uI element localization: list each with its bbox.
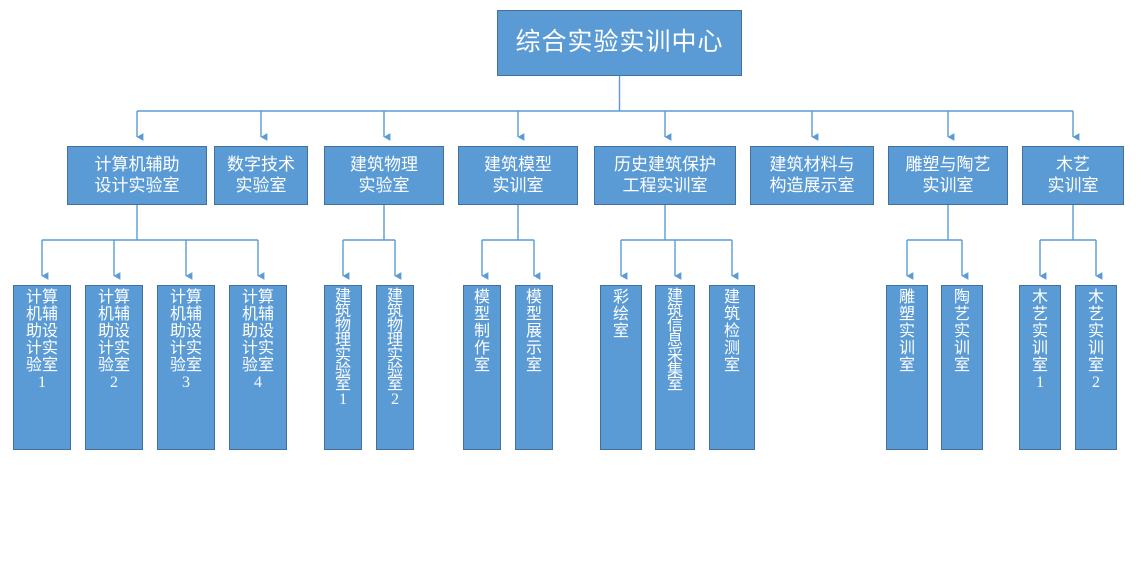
room-node-12-label: 陶 艺 实 训 室 bbox=[953, 289, 970, 374]
room-node-8-label: 彩 绘 室 bbox=[612, 289, 629, 340]
room-node-1-label: 计算 机辅 助设 计实 验室 2 bbox=[97, 289, 130, 391]
room-node-10[interactable]: 建 筑 检 测 室 bbox=[709, 285, 755, 450]
room-node-13-label: 木 艺 实 训 室 1 bbox=[1031, 289, 1048, 391]
lab-node-5-label: 建筑材料与 构造展示室 bbox=[769, 155, 855, 195]
room-node-1[interactable]: 计算 机辅 助设 计实 验室 2 bbox=[85, 285, 143, 450]
lab-node-6[interactable]: 雕塑与陶艺 实训室 bbox=[888, 146, 1008, 205]
lab-node-1[interactable]: 数字技术 实验室 bbox=[214, 146, 308, 205]
lab-node-2-label: 建筑物理 实验室 bbox=[350, 155, 418, 195]
lab-node-6-label: 雕塑与陶艺 实训室 bbox=[905, 155, 991, 195]
root-node[interactable]: 综合实验实训中心 bbox=[497, 10, 742, 76]
room-node-7[interactable]: 模 型 展 示 室 bbox=[515, 285, 553, 450]
room-node-7-label: 模 型 展 示 室 bbox=[525, 289, 542, 374]
lab-node-0-label: 计算机辅助 设计实验室 bbox=[94, 155, 180, 195]
lab-node-4[interactable]: 历史建筑保护 工程实训室 bbox=[594, 146, 736, 205]
room-node-9-label: 建 筑 信 息 采 集 室 bbox=[666, 288, 683, 394]
room-node-4-label: 建 筑 物 理 实 验 室 1 bbox=[334, 288, 351, 409]
room-node-12[interactable]: 陶 艺 实 训 室 bbox=[941, 285, 983, 450]
room-node-5-label: 建 筑 物 理 实 验 室 2 bbox=[386, 288, 403, 409]
lab-node-3[interactable]: 建筑模型 实训室 bbox=[458, 146, 578, 205]
room-node-3-label: 计算 机辅 助设 计实 验室 4 bbox=[241, 289, 274, 391]
lab-node-4-label: 历史建筑保护 工程实训室 bbox=[614, 155, 716, 195]
room-node-8[interactable]: 彩 绘 室 bbox=[600, 285, 642, 450]
root-node-label: 综合实验实训中心 bbox=[515, 29, 724, 57]
lab-node-7-label: 木艺 实训室 bbox=[1047, 155, 1099, 195]
room-node-10-label: 建 筑 检 测 室 bbox=[723, 289, 740, 374]
lab-node-7[interactable]: 木艺 实训室 bbox=[1022, 146, 1124, 205]
lab-node-2[interactable]: 建筑物理 实验室 bbox=[324, 146, 444, 205]
room-node-6-label: 模 型 制 作 室 bbox=[473, 289, 490, 374]
lab-node-5[interactable]: 建筑材料与 构造展示室 bbox=[750, 146, 874, 205]
room-node-11[interactable]: 雕 塑 实 训 室 bbox=[886, 285, 928, 450]
room-node-11-label: 雕 塑 实 训 室 bbox=[898, 289, 915, 374]
room-node-5[interactable]: 建 筑 物 理 实 验 室 2 bbox=[376, 285, 414, 450]
room-node-2-label: 计算 机辅 助设 计实 验室 3 bbox=[169, 289, 202, 391]
lab-node-1-label: 数字技术 实验室 bbox=[227, 155, 295, 195]
room-node-14-label: 木 艺 实 训 室 2 bbox=[1087, 289, 1104, 391]
room-node-4[interactable]: 建 筑 物 理 实 验 室 1 bbox=[324, 285, 362, 450]
room-node-2[interactable]: 计算 机辅 助设 计实 验室 3 bbox=[157, 285, 215, 450]
room-node-9[interactable]: 建 筑 信 息 采 集 室 bbox=[655, 285, 695, 450]
lab-node-0[interactable]: 计算机辅助 设计实验室 bbox=[67, 146, 207, 205]
room-node-6[interactable]: 模 型 制 作 室 bbox=[463, 285, 501, 450]
room-node-0[interactable]: 计算 机辅 助设 计实 验室 1 bbox=[13, 285, 71, 450]
room-node-0-label: 计算 机辅 助设 计实 验室 1 bbox=[25, 289, 58, 391]
lab-node-3-label: 建筑模型 实训室 bbox=[484, 155, 552, 195]
room-node-14[interactable]: 木 艺 实 训 室 2 bbox=[1075, 285, 1117, 450]
room-node-13[interactable]: 木 艺 实 训 室 1 bbox=[1019, 285, 1061, 450]
room-node-3[interactable]: 计算 机辅 助设 计实 验室 4 bbox=[229, 285, 287, 450]
